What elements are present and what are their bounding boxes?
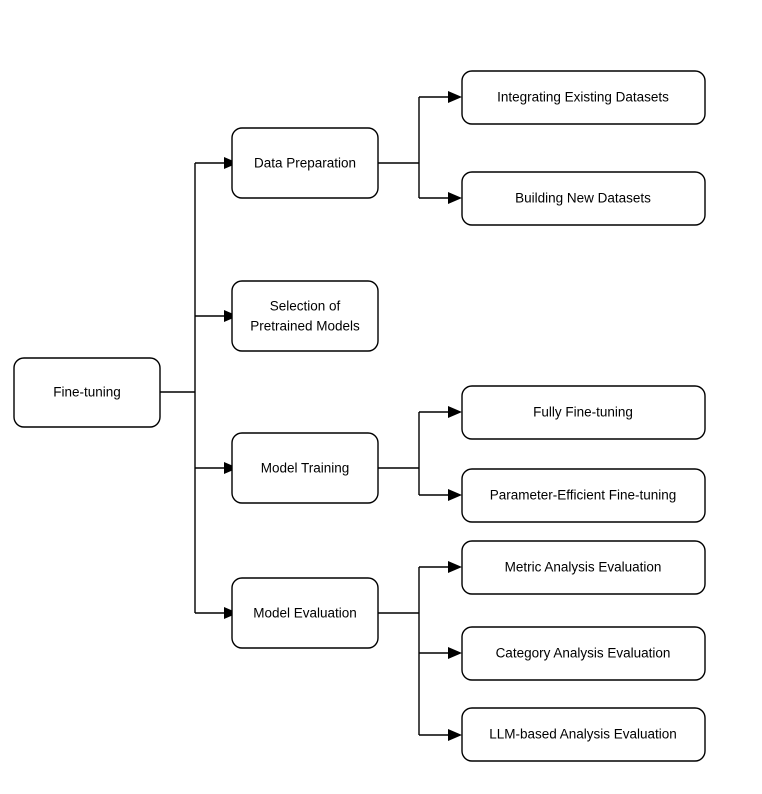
- node-llm-based-analysis-evaluation-box[interactable]: [461, 707, 706, 762]
- node-integrating-existing-datasets-box[interactable]: [461, 70, 706, 125]
- arrowhead-me-to-metric: [448, 561, 462, 573]
- arrowhead-me-to-llm: [448, 729, 462, 741]
- node-fine-tuning-box[interactable]: [13, 357, 161, 428]
- node-model-evaluation-label: Model Evaluation: [253, 606, 357, 621]
- arrowhead-root-to-model-evaluation: [224, 607, 238, 619]
- node-building-new-datasets-label: Building New Datasets: [515, 191, 651, 206]
- node-llm-based-analysis-evaluation[interactable]: LLM-based Analysis Evaluation: [461, 707, 706, 762]
- node-fully-fine-tuning-box[interactable]: [461, 385, 706, 440]
- node-selection-of-pretrained-models-box[interactable]: [231, 280, 379, 352]
- arrowhead-mt-to-fully: [448, 406, 462, 418]
- node-building-new-datasets-box[interactable]: [461, 171, 706, 226]
- node-model-training-label: Model Training: [261, 461, 350, 476]
- node-fully-fine-tuning[interactable]: Fully Fine-tuning: [461, 385, 706, 440]
- node-fine-tuning-label: Fine-tuning: [53, 385, 121, 400]
- node-parameter-efficient-fine-tuning[interactable]: Parameter-Efficient Fine-tuning: [461, 468, 706, 523]
- node-metric-analysis-evaluation[interactable]: Metric Analysis Evaluation: [461, 540, 706, 595]
- node-fully-fine-tuning-label: Fully Fine-tuning: [533, 405, 633, 420]
- node-integrating-existing-datasets[interactable]: Integrating Existing Datasets: [461, 70, 706, 125]
- node-fine-tuning[interactable]: Fine-tuning: [13, 357, 161, 428]
- node-model-training-box[interactable]: [231, 432, 379, 504]
- node-parameter-efficient-fine-tuning-box[interactable]: [461, 468, 706, 523]
- node-data-preparation-box[interactable]: [231, 127, 379, 199]
- arrowhead-root-to-data-preparation: [224, 157, 238, 169]
- node-data-preparation-label: Data Preparation: [254, 156, 356, 171]
- node-llm-based-analysis-evaluation-label: LLM-based Analysis Evaluation: [489, 727, 677, 742]
- node-model-evaluation[interactable]: Model Evaluation: [231, 577, 379, 649]
- arrowhead-me-to-category: [448, 647, 462, 659]
- node-category-analysis-evaluation-box[interactable]: [461, 626, 706, 681]
- arrowhead-root-to-selection: [224, 310, 238, 322]
- node-data-preparation[interactable]: Data Preparation: [231, 127, 379, 199]
- node-parameter-efficient-fine-tuning-label: Parameter-Efficient Fine-tuning: [490, 488, 677, 503]
- node-model-evaluation-box[interactable]: [231, 577, 379, 649]
- node-building-new-datasets[interactable]: Building New Datasets: [461, 171, 706, 226]
- arrowhead-dp-to-building: [448, 192, 462, 204]
- node-category-analysis-evaluation-label: Category Analysis Evaluation: [496, 646, 671, 661]
- node-integrating-existing-datasets-label: Integrating Existing Datasets: [497, 90, 669, 105]
- node-selection-of-pretrained-models-label-line2: Pretrained Models: [250, 319, 360, 334]
- node-selection-of-pretrained-models[interactable]: Selection of Pretrained Models: [231, 280, 379, 352]
- arrowhead-root-to-model-training: [224, 462, 238, 474]
- arrowhead-mt-to-peft: [448, 489, 462, 501]
- node-model-training[interactable]: Model Training: [231, 432, 379, 504]
- node-metric-analysis-evaluation-box[interactable]: [461, 540, 706, 595]
- node-category-analysis-evaluation[interactable]: Category Analysis Evaluation: [461, 626, 706, 681]
- node-selection-of-pretrained-models-label-line1: Selection of: [270, 299, 341, 314]
- node-metric-analysis-evaluation-label: Metric Analysis Evaluation: [505, 560, 662, 575]
- arrowhead-dp-to-integrating: [448, 91, 462, 103]
